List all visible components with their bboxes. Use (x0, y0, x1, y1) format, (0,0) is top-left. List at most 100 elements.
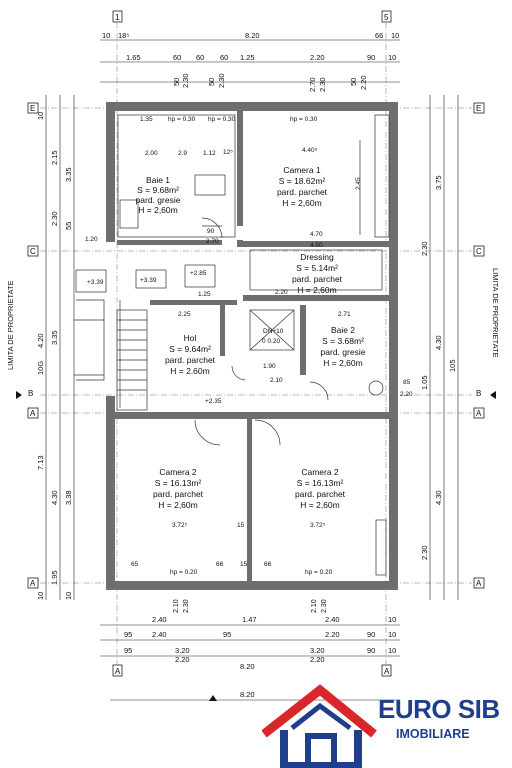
dim-text: 18⁵ (118, 31, 129, 40)
inner-label: 4.40⁵ (302, 147, 318, 154)
walls (106, 102, 398, 590)
dim-text: 10 (36, 592, 45, 600)
axis-A-bottom-left: A (115, 667, 121, 676)
inner-label: 2.70 (206, 238, 219, 245)
inner-label: 2.45 (355, 177, 362, 190)
level-label: +2.85 (190, 270, 207, 277)
dim-text: 2.30 (318, 77, 327, 92)
room-camera-2-left: Camera 2 S = 16.13m² pard. parchet H = 2… (153, 467, 204, 510)
dim-text: 8.20 (240, 662, 255, 671)
axis-C-left: C (30, 247, 36, 256)
inner-label: 2.25 (178, 311, 191, 318)
room-name: Camera 2 (301, 467, 339, 477)
level-label: +2.35 (205, 398, 222, 405)
dim-text: 2.30 (50, 211, 59, 226)
house-logo-icon (262, 684, 377, 768)
inner-label: 4.50 (310, 242, 323, 249)
dim-text: 4.30 (434, 335, 443, 350)
inner-label: 2.9 (178, 150, 187, 157)
thin-lines (74, 114, 390, 576)
svg-text:2.10: 2.10 (311, 599, 318, 613)
room-floor: pard. parchet (153, 489, 204, 499)
room-height: H = 2,60m (297, 285, 336, 295)
axis-E-left: E (30, 104, 35, 113)
axis-A2-left: A (30, 579, 36, 588)
dim-text: 2.15 (50, 150, 59, 165)
svg-text:2.10: 2.10 (173, 599, 180, 613)
room-height: H = 2,60m (300, 500, 339, 510)
room-floor: pard. gresie (136, 195, 181, 205)
dim-text: 50 (207, 78, 216, 86)
inner-label: 12⁵ (223, 149, 233, 156)
room-area: S = 5.14m² (296, 263, 338, 273)
dim-text: 2.20 (359, 75, 368, 90)
dim-text: 4.20 (36, 333, 45, 348)
top-dimension-lines (100, 39, 400, 83)
inner-label: 1.12 (203, 150, 216, 157)
dim-text: 2.20 (325, 630, 340, 639)
axis-1-top: 1 (115, 13, 120, 22)
dim-text: 2.40 (152, 630, 167, 639)
room-height: H = 2,60m (138, 205, 177, 215)
dim-text: 1.05 (420, 375, 429, 390)
room-height: H = 2,60m (282, 198, 321, 208)
dim-text: 95 (124, 646, 132, 655)
room-baie-1: Baie 1 S = 9.68m² pard. gresie H = 2,60m (136, 175, 181, 215)
dim-text: 105 (448, 359, 457, 372)
room-labels: Camera 1 S = 18.62m² pard. parchet H = 2… (136, 165, 366, 510)
axis-5-top: 5 (384, 13, 389, 22)
side-dimension-lines (45, 95, 459, 600)
dim-text: 10 (388, 53, 396, 62)
inner-label: 15 (237, 522, 245, 529)
room-height: H = 2,60m (158, 500, 197, 510)
brand-name: EURO SIB (378, 694, 500, 724)
dim-text: 1.95 (50, 570, 59, 585)
room-area: S = 9.68m² (137, 185, 179, 195)
level-label: +3.39 (87, 279, 104, 286)
dim-text: 10 (388, 630, 396, 639)
svg-text:2.30: 2.30 (321, 599, 328, 613)
dim-text: 60 (173, 53, 181, 62)
axis-A-right: A (476, 409, 482, 418)
axis-B-left: B (28, 389, 33, 398)
room-floor: pard. gresie (321, 347, 366, 357)
inner-label: 1.35 (140, 116, 153, 123)
dim-text: 1.65 (126, 53, 141, 62)
dim-text: 2.30 (420, 545, 429, 560)
inner-label: 1.20 (85, 236, 98, 243)
axis-markers: 1 5 E E C C B B A A A A A A (16, 10, 496, 701)
left-dimensions: 2.15 3.35 2.30 4.20 3.35 7.13 4.30 3.38 … (36, 112, 73, 600)
inner-label: 65 (131, 561, 139, 568)
dim-text: 66 (375, 31, 383, 40)
room-floor: pard. parchet (292, 274, 343, 284)
dim-text: 90 (367, 53, 375, 62)
bottom-dimension-lines (100, 624, 400, 701)
inner-label: 1.90 (263, 363, 276, 370)
dim-text: 1.47 (242, 615, 257, 624)
dim-text: 4.30 (50, 490, 59, 505)
dim-text: 3.20 (310, 646, 325, 655)
room-camera-1: Camera 1 S = 18.62m² pard. parchet H = 2… (277, 165, 328, 208)
bottom-vertical-dims: 2.10 2.30 2.10 2.30 (173, 599, 328, 613)
inner-label: 2.20 (400, 391, 413, 398)
room-floor: pard. parchet (165, 355, 216, 365)
room-area: S = 3.68m² (322, 336, 364, 346)
room-name: Camera 1 (283, 165, 321, 175)
dim-text: 60 (196, 53, 204, 62)
dim-text: 10 (388, 615, 396, 624)
level-label: DN+10 (263, 328, 284, 335)
dim-text: 60 (220, 53, 228, 62)
room-name: Camera 2 (159, 467, 197, 477)
dim-text: 2.70 (308, 77, 317, 92)
axis-A-bottom-right: A (384, 667, 390, 676)
dim-text: 10 (388, 646, 396, 655)
dim-text: 2.20 (175, 655, 190, 664)
dim-text: 8.20 (245, 31, 260, 40)
dim-text: 2.20 (310, 53, 325, 62)
dim-text: 7.13 (36, 455, 45, 470)
inner-label: 90 (207, 228, 215, 235)
dim-text: 2.20 (310, 655, 325, 664)
room-name: Baie 2 (331, 325, 355, 335)
inner-label: hp = 0.20 (305, 569, 333, 576)
